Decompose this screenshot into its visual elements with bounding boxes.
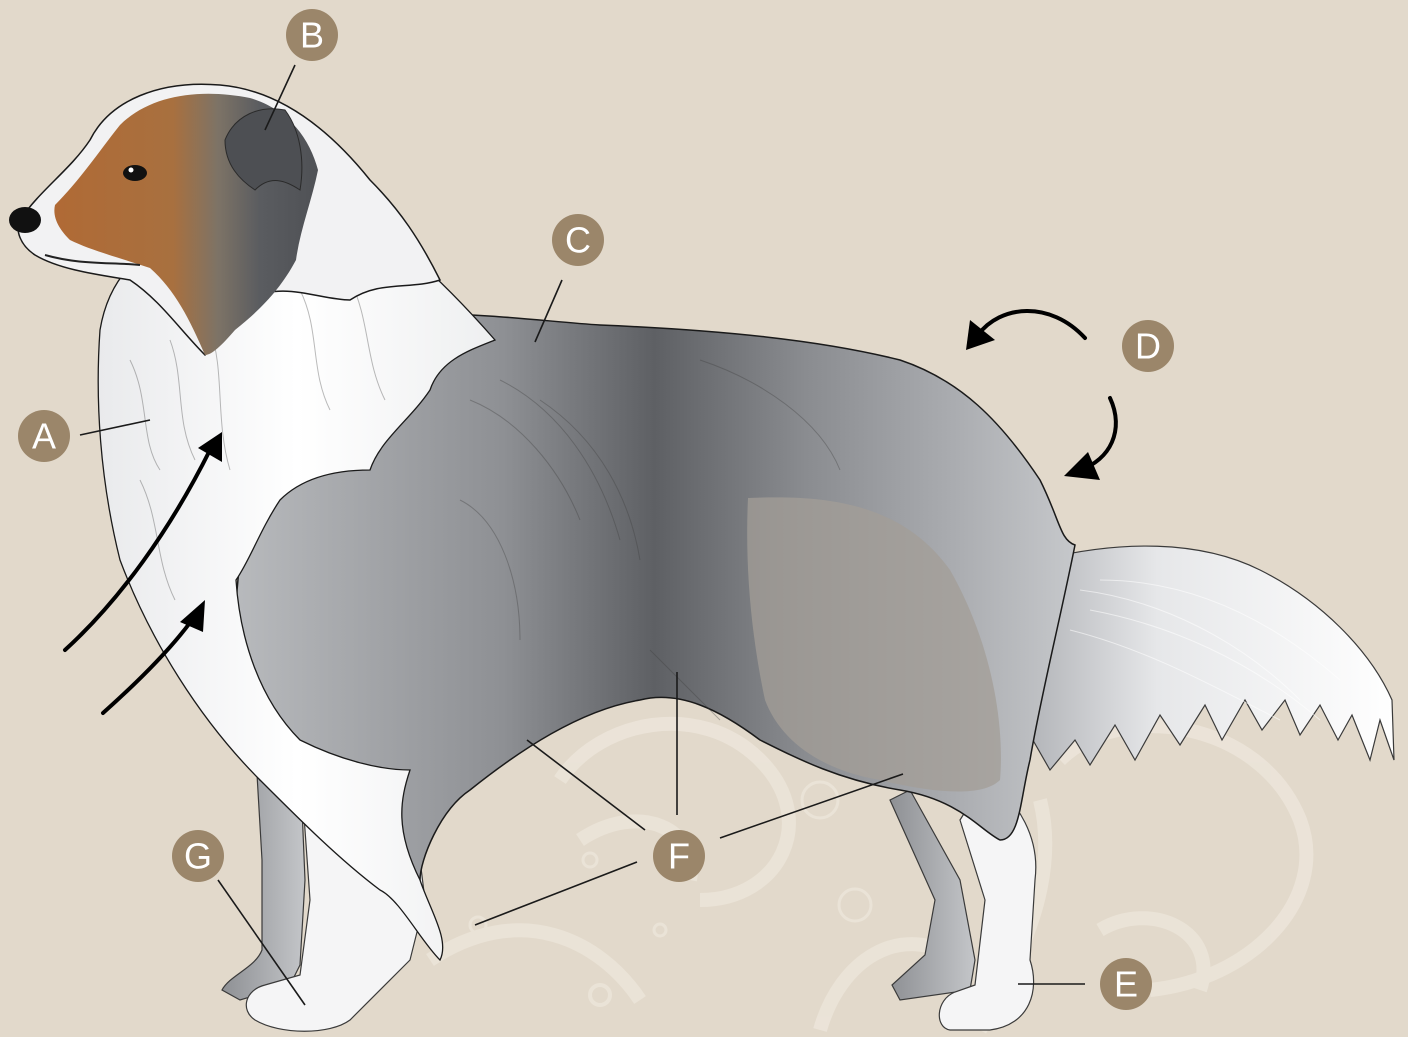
marker-g-label: G <box>184 836 212 877</box>
marker-f[interactable]: F <box>653 830 705 882</box>
leader-line-f4 <box>475 862 637 925</box>
marker-e-label: E <box>1114 964 1138 1005</box>
marker-c-label: C <box>565 220 591 261</box>
marker-g[interactable]: G <box>172 830 224 882</box>
marker-c[interactable]: C <box>552 214 604 266</box>
marker-d[interactable]: D <box>1122 320 1174 372</box>
croup-arrow-icon <box>978 311 1085 338</box>
marker-b-label: B <box>300 15 324 56</box>
marker-f-label: F <box>668 836 690 877</box>
marker-d-label: D <box>1135 326 1161 367</box>
marker-e[interactable]: E <box>1100 958 1152 1010</box>
marker-a-label: A <box>32 416 56 457</box>
marker-b[interactable]: B <box>286 9 338 61</box>
marker-a[interactable]: A <box>18 410 70 462</box>
